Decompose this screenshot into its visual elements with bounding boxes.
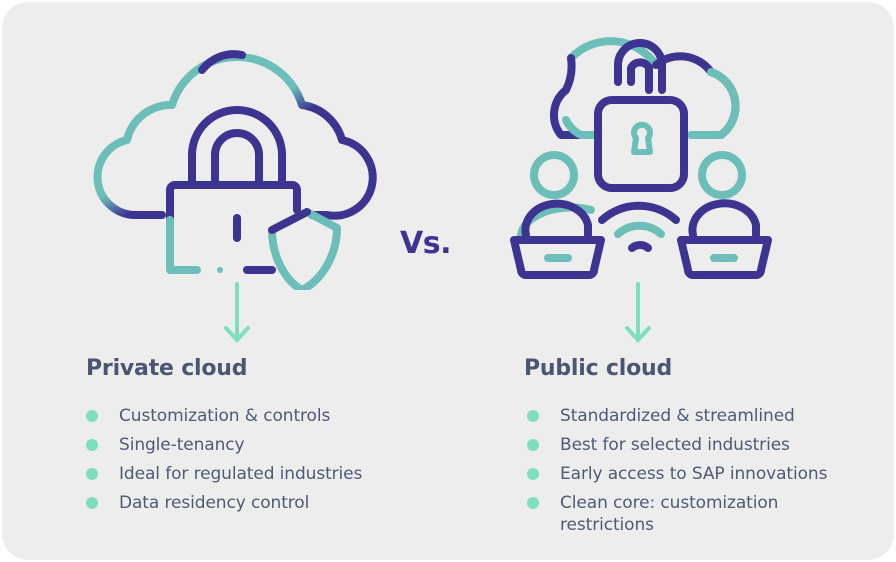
cloud-unlocked-padlock-users-icon <box>510 37 772 279</box>
list-item: Data residency control <box>86 492 362 514</box>
bullet-icon <box>86 439 98 451</box>
bullet-icon <box>527 468 539 480</box>
list-item: Best for selected industries <box>527 434 847 456</box>
list-item: Clean core: customization restrictions <box>527 492 847 536</box>
private-cloud-title: Private cloud <box>86 356 248 381</box>
public-cloud-title: Public cloud <box>524 356 673 381</box>
list-item: Standardized & streamlined <box>527 405 847 427</box>
bullet-icon <box>86 497 98 509</box>
list-item: Ideal for regulated industries <box>86 463 362 485</box>
list-item: Single-tenancy <box>86 434 362 456</box>
bullet-icon <box>527 410 539 422</box>
bullet-icon <box>527 497 539 509</box>
arrow-down-icon <box>625 282 651 343</box>
arrow-down-icon <box>224 282 250 343</box>
bullet-icon <box>86 468 98 480</box>
list-item: Customization & controls <box>86 405 362 427</box>
vs-label: Vs. <box>400 226 451 261</box>
cloud-padlock-shield-icon <box>93 50 377 290</box>
bullet-icon <box>527 439 539 451</box>
private-cloud-features: Customization & controls Single-tenancy … <box>86 405 362 521</box>
bullet-icon <box>86 410 98 422</box>
public-cloud-features: Standardized & streamlined Best for sele… <box>527 405 847 543</box>
list-item: Early access to SAP innovations <box>527 463 847 485</box>
